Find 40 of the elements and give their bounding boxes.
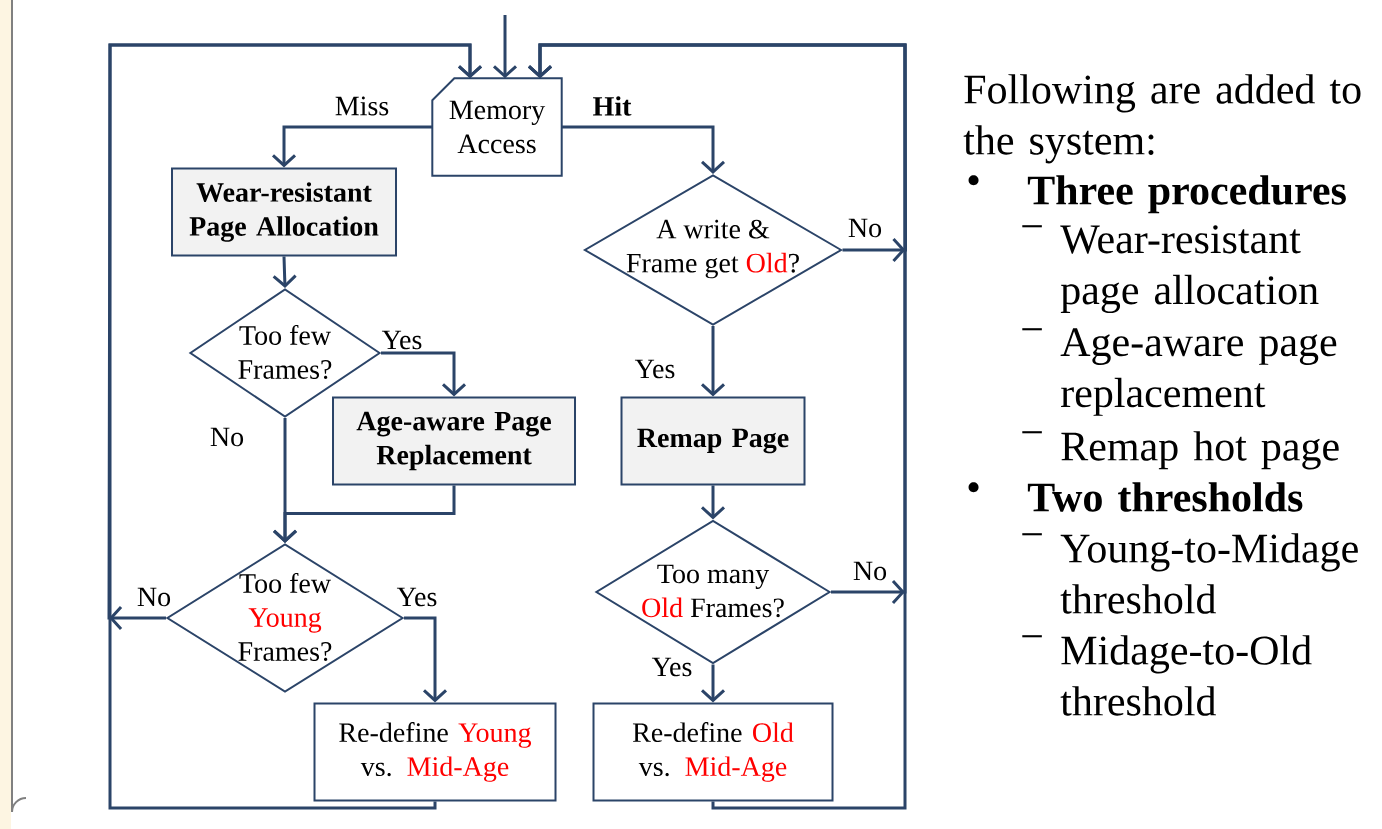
list-text: Remap hot page — [1061, 431, 1339, 470]
process-box: Age-aware Page Replacement — [332, 396, 576, 486]
list-text: Young-to-Midage threshold — [1060, 533, 1358, 614]
arrow — [381, 351, 466, 397]
list-text: Following are added to the system: — [963, 74, 1361, 164]
dash-marker: − — [1022, 328, 1042, 331]
arrow — [404, 616, 447, 703]
arrow — [528, 43, 907, 810]
arrow — [272, 256, 297, 288]
edge-label: Hit — [591, 95, 633, 117]
list-text: Midage-to-Old threshold — [1060, 635, 1312, 716]
arrow — [701, 485, 725, 520]
arrow — [273, 485, 456, 543]
list-text: Wear-resistant page allocation — [1060, 225, 1319, 314]
arrow — [493, 15, 517, 79]
list-text: Three procedures — [1027, 175, 1346, 214]
edge-label: Miss — [333, 95, 391, 117]
arrow — [701, 326, 725, 397]
list-text: Two thresholds — [1027, 482, 1303, 512]
arrow — [272, 125, 433, 168]
list-text: Age-aware page replacement — [1060, 328, 1337, 416]
dash-marker: − — [1022, 225, 1042, 228]
edge-label: No — [846, 217, 884, 239]
process-box: Re-define Old vs. Mid-Age — [592, 702, 834, 802]
arrow — [701, 664, 725, 703]
arrow — [561, 125, 725, 174]
card-box: Memory Access — [431, 77, 563, 177]
edge-label: No — [851, 560, 889, 582]
arrow — [108, 43, 482, 810]
edge-label: No — [208, 426, 246, 448]
dash-marker: − — [1022, 431, 1042, 434]
process-box: Wear-resistant Page Allocation — [171, 167, 397, 257]
edge-label: Yes — [380, 329, 424, 351]
process-box: Re-define Young vs. Mid-Age — [313, 702, 557, 802]
bullet-marker: • — [968, 482, 979, 493]
dash-marker: − — [1022, 635, 1042, 638]
process-box: Remap Page — [620, 396, 806, 486]
dash-marker: − — [1022, 533, 1042, 536]
edge-label: Yes — [633, 358, 677, 380]
bullet-marker: • — [968, 175, 979, 186]
